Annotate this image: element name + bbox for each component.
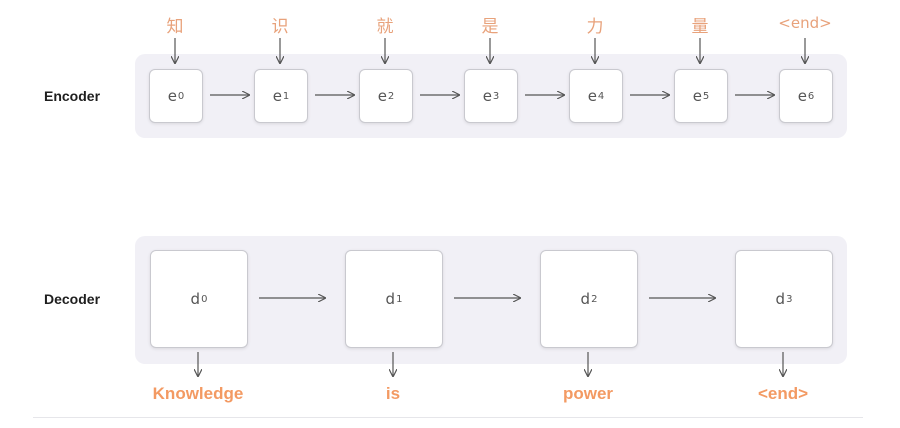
encoder-input-token: 识 — [271, 17, 289, 37]
encoder-input-token: 就 — [376, 17, 394, 37]
encoder-input-token: 量 — [691, 17, 709, 37]
decoder-label: Decoder — [44, 291, 101, 307]
bottom-divider — [33, 417, 863, 418]
decoder-output-token: Knowledge — [152, 384, 244, 403]
encoder-input-token: 知 — [166, 17, 184, 37]
encoder-input-token: <end> — [778, 14, 832, 32]
decoder-output-token: <end> — [757, 384, 809, 403]
decoder-panel — [135, 236, 847, 364]
encoder-label: Encoder — [44, 88, 101, 104]
encoder-input-token: 力 — [586, 17, 604, 37]
encoder-input-token: 是 — [481, 17, 499, 37]
decoder-output-token: power — [562, 384, 614, 403]
decoder-output-token: is — [385, 384, 401, 403]
